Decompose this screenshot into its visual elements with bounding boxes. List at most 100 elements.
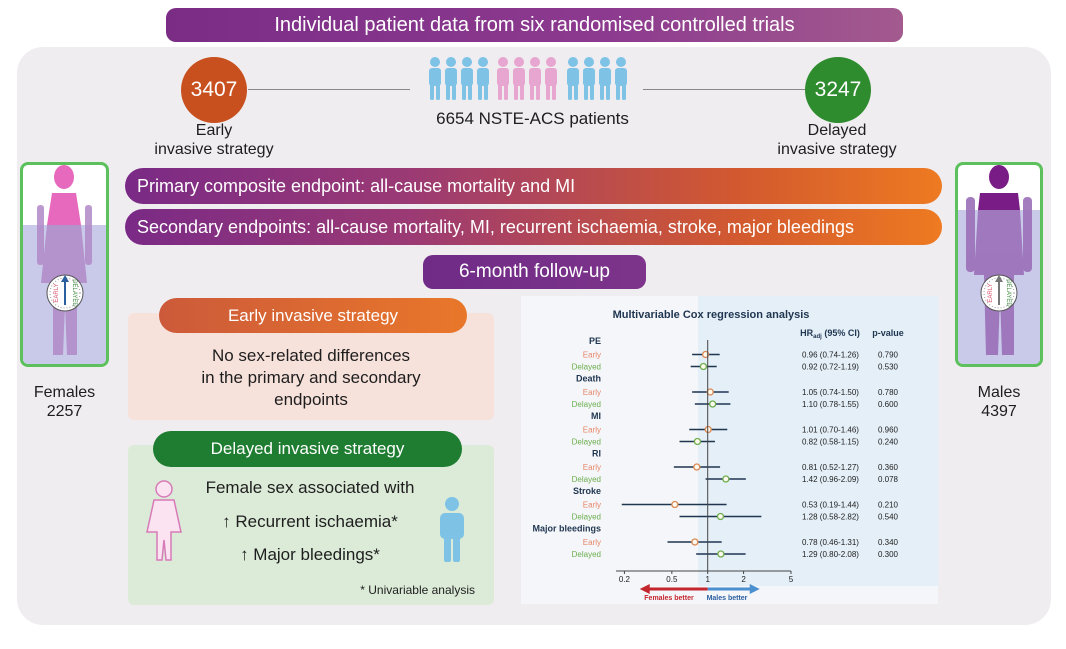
female-compass-delayed: DELAYED (71, 279, 77, 307)
forest-point-marker (722, 475, 730, 483)
delayed-strategy-heading: Delayed invasive strategy (153, 431, 462, 467)
forest-hr-header-sub: adj (813, 334, 822, 340)
forest-plot: Multivariable Cox regression analysis HR… (521, 296, 938, 604)
univariable-footnote: * Univariable analysis (360, 583, 475, 597)
forest-row-label: Early (583, 463, 601, 472)
forest-point-marker (693, 463, 701, 471)
delayed-text-line2: ↑ Recurrent ischaemia* (222, 512, 398, 531)
male-person-icon (440, 497, 464, 562)
forest-point-marker (699, 362, 708, 371)
forest-plot-title: Multivariable Cox regression analysis (613, 309, 810, 321)
forest-p-value: 0.530 (878, 363, 899, 372)
follow-up-text: 6-month follow-up (458, 261, 611, 282)
early-count: 3407 (190, 78, 238, 101)
forest-row-label: Early (583, 426, 601, 435)
forest-hr-value: 0.53 (0.19-1.44) (802, 501, 859, 510)
early-connector-line (248, 89, 410, 90)
delayed-count-circle: 3247 (805, 57, 871, 123)
delayed-caption-line1: Delayed (807, 122, 867, 139)
forest-row-label: Early (583, 501, 601, 510)
delayed-caption-line2: invasive strategy (777, 141, 897, 158)
forest-point-marker (717, 550, 725, 558)
early-count-circle: 3407 (181, 57, 247, 123)
early-text-line2: in the primary and secondary (201, 368, 421, 387)
forest-p-value: 0.780 (878, 388, 899, 397)
forest-plot-shaded-area (698, 296, 938, 586)
forest-p-value: 0.960 (878, 426, 899, 435)
females-better-arrow-head (639, 584, 650, 594)
males-count: 4397 (981, 403, 1017, 420)
forest-group-label: Death (576, 374, 601, 384)
female-compass-early: EARLY (54, 283, 60, 302)
title-bar: Individual patient data from six randomi… (166, 8, 903, 42)
forest-p-value: 0.360 (878, 463, 899, 472)
forest-hr-value: 1.42 (0.96-2.09) (802, 475, 859, 484)
forest-p-value: 0.078 (878, 475, 899, 484)
delayed-strategy-heading-text: Delayed invasive strategy (210, 439, 405, 458)
forest-hr-value: 0.82 (0.58-1.15) (802, 438, 859, 447)
forest-point-marker (693, 437, 702, 446)
forest-row-label: Delayed (572, 438, 601, 447)
male-compass-icon (980, 274, 1018, 312)
forest-hr-header: HRadj (95% CI) (800, 328, 860, 340)
forest-point-marker (701, 350, 710, 359)
forest-point-marker (691, 538, 699, 546)
early-caption-line2: invasive strategy (154, 141, 274, 158)
forest-point-marker (708, 400, 717, 408)
early-caption-line1: Early (195, 122, 233, 139)
forest-row-label: Delayed (572, 475, 601, 484)
forest-hr-header-main: HR (800, 328, 813, 338)
females-count: 2257 (46, 403, 83, 420)
male-compass-early: EARLY (988, 283, 994, 302)
females-label-block: Females 2257 (20, 383, 109, 421)
females-better-label: Females better (644, 595, 694, 602)
forest-p-value: 0.790 (878, 351, 899, 360)
follow-up-badge: 6-month follow-up (423, 255, 646, 289)
forest-point-marker (716, 512, 725, 521)
forest-row-label: Delayed (572, 550, 601, 559)
x-axis-tick-label: 2 (741, 575, 746, 584)
forest-p-value: 0.600 (878, 400, 899, 409)
forest-group-label: Major bleedings (532, 524, 601, 534)
forest-row-label: Early (583, 388, 601, 397)
forest-group-label: RI (592, 449, 601, 459)
male-compass-delayed: DELAYED (1005, 279, 1011, 307)
forest-hr-header-rest: (95% CI) (822, 328, 860, 338)
forest-row-label: Delayed (572, 363, 601, 372)
forest-hr-value: 0.92 (0.72-1.19) (802, 363, 859, 372)
early-strategy-text: No sex-related differences in the primar… (128, 345, 494, 411)
primary-endpoint-bar: Primary composite endpoint: all-cause mo… (125, 168, 942, 204)
x-axis-tick-label: 1 (705, 575, 710, 584)
forest-hr-value: 1.01 (0.70-1.46) (802, 426, 859, 435)
forest-row-label: Delayed (572, 400, 601, 409)
x-axis-tick-label: 0.2 (619, 575, 631, 584)
forest-row-label: Early (583, 538, 601, 547)
forest-row-label: Delayed (572, 513, 601, 522)
delayed-strategy-panel (128, 445, 494, 605)
forest-hr-value: 1.29 (0.80-2.08) (802, 550, 859, 559)
forest-p-header: p-value (872, 328, 904, 338)
forest-hr-value: 1.28 (0.58-2.82) (802, 513, 859, 522)
patients-label: 6654 NSTE-ACS patients (436, 109, 629, 128)
early-text-line1: No sex-related differences (211, 346, 411, 365)
forest-group-label: MI (591, 411, 601, 421)
forest-hr-value: 1.10 (0.78-1.55) (802, 400, 859, 409)
males-better-label: Males better (707, 595, 748, 602)
forest-group-label: PE (589, 336, 601, 346)
forest-point-marker (704, 425, 712, 434)
forest-p-value: 0.340 (878, 538, 899, 547)
male-silhouette-icon: EARLY DELAYED (958, 165, 1040, 364)
delayed-caption: Delayed invasive strategy (762, 121, 912, 159)
primary-endpoint-text: Primary composite endpoint: all-cause mo… (137, 175, 576, 196)
early-strategy-heading-text: Early invasive strategy (227, 305, 399, 325)
early-caption: Early invasive strategy (140, 121, 288, 159)
females-label: Females (33, 384, 96, 401)
forest-hr-value: 0.96 (0.74-1.26) (802, 351, 859, 360)
forest-hr-value: 0.78 (0.46-1.31) (802, 538, 859, 547)
patients-crowd-icon (429, 57, 627, 100)
female-compass-icon (46, 274, 84, 312)
female-silhouette-icon: EARLY DELAYED (23, 165, 106, 364)
forest-row-label: Early (583, 351, 601, 360)
early-strategy-heading: Early invasive strategy (159, 298, 467, 333)
secondary-endpoints-text: Secondary endpoints: all-cause mortality… (137, 216, 854, 237)
